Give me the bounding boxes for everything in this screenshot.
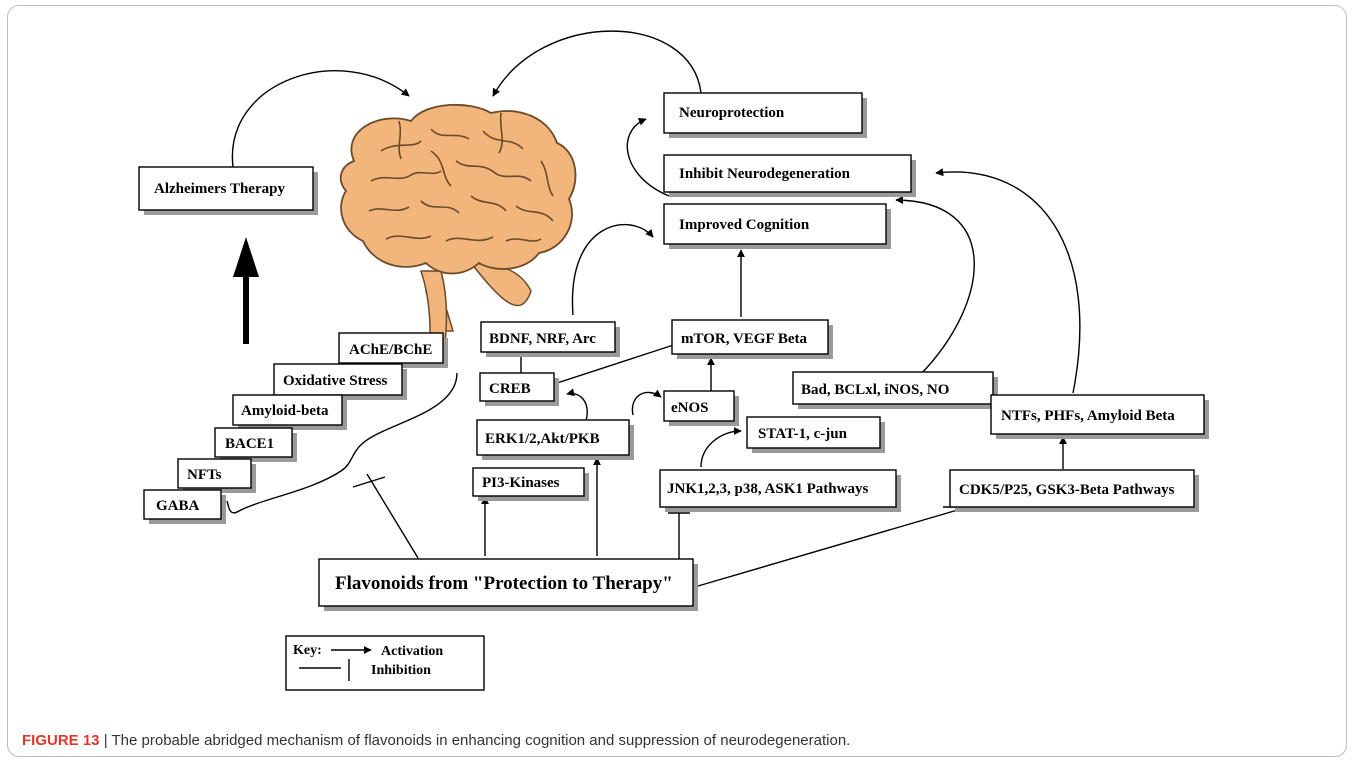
arrow-erk-to-enos [631,389,662,416]
arrow-erk-to-creb [566,388,588,422]
box-improved-cognition: Improved Cognition [663,203,891,249]
svg-text:CREB: CREB [489,381,531,397]
svg-text:Improved Cognition: Improved Cognition [679,217,810,233]
arrow-bad-to-inhibit [895,196,975,375]
box-neuroprotection: Neuroprotection [663,92,867,138]
brain-illustration [339,103,577,362]
svg-text:STAT-1, c-jun: STAT-1, c-jun [758,426,848,442]
mechanism-diagram: Neuroprotection Inhibit Neurodegeneratio… [138,30,1209,691]
key-inhibition-symbol [299,659,350,681]
box-ntfs: NTFs, PHFs, Amyloid Beta [990,394,1209,439]
arrow-jnk-to-stat [700,427,742,468]
svg-text:JNK1,2,3, p38, ASK1 Pathways: JNK1,2,3, p38, ASK1 Pathways [667,481,868,497]
box-mtor: mTOR, VEGF Beta [671,319,833,359]
box-pi3-kinases: PI3-Kinases [472,467,589,501]
key-legend: Key: Activation Inhibition [285,635,485,691]
bracket-alzheimer-targets [226,372,458,514]
box-bad-bclxl: Bad, BCLxl, iNOS, NO [792,371,998,409]
box-nfts: NFTs [177,458,256,493]
svg-text:NTFs, PHFs, Amyloid Beta: NTFs, PHFs, Amyloid Beta [1001,408,1175,424]
box-amyloid-beta: Amyloid-beta [232,394,347,430]
arrow-bdnf-to-cognition [571,223,654,316]
svg-text:Amyloid-beta: Amyloid-beta [241,403,329,419]
svg-text:Oxidative Stress: Oxidative Stress [283,373,387,389]
caption-separator: | [99,732,112,749]
arrow-alzheimers-to-brain [231,70,410,168]
svg-text:Alzheimers Therapy: Alzheimers Therapy [154,181,285,197]
box-cdk5: CDK5/P25, GSK3-Beta Pathways [949,469,1199,512]
arrow-neuroprotection-to-brain [492,30,702,97]
key-activation: Activation [381,644,443,659]
inhibit-flavonoids-targets [352,473,419,559]
svg-text:Bad, BCLxl, iNOS, NO: Bad, BCLxl, iNOS, NO [801,382,949,398]
caption-text: The probable abridged mechanism of flavo… [111,732,851,749]
svg-text:CDK5/P25, GSK3-Beta Pathways: CDK5/P25, GSK3-Beta Pathways [959,482,1175,498]
box-erk: ERK1/2,Akt/PKB [476,419,634,460]
box-bdnf: BDNF, NRF, Arc [480,321,620,357]
inhibit-flavonoids-cdk5 [697,506,977,587]
svg-text:Neuroprotection: Neuroprotection [679,105,785,121]
svg-text:BACE1: BACE1 [225,436,274,452]
figure-caption: FIGURE 13 | The probable abridged mechan… [22,732,1342,749]
box-stat: STAT-1, c-jun [746,416,885,453]
svg-text:eNOS: eNOS [671,400,709,416]
inhibit-flavonoids-jnk [668,512,690,559]
box-enos: eNOS [663,390,739,426]
box-bace1: BACE1 [214,427,297,462]
svg-text:AChE/BChE: AChE/BChE [349,342,432,358]
arrow-ntfs-to-inhibit [935,168,1081,394]
svg-text:BDNF, NRF, Arc: BDNF, NRF, Arc [489,331,596,347]
key-title: Key: [293,643,322,658]
svg-text:NFTs: NFTs [187,467,222,483]
arrow-cognition-to-neuroprotection [626,117,670,197]
box-ache-bche: AChE/BChE [338,332,448,368]
box-jnk: JNK1,2,3, p38, ASK1 Pathways [659,469,901,512]
box-inhibit-neurodegeneration: Inhibit Neurodegeneration [663,154,916,197]
svg-text:GABA: GABA [156,498,200,514]
svg-text:mTOR, VEGF Beta: mTOR, VEGF Beta [681,331,807,347]
svg-text:ERK1/2,Akt/PKB: ERK1/2,Akt/PKB [485,431,600,447]
box-gaba: GABA [143,489,226,524]
box-flavonoids: Flavonoids from "Protection to Therapy" [318,558,698,611]
svg-text:Inhibit Neurodegeneration: Inhibit Neurodegeneration [679,166,851,182]
svg-text:PI3-Kinases: PI3-Kinases [482,475,560,491]
svg-text:Flavonoids from "Protection to: Flavonoids from "Protection to Therapy" [335,573,673,594]
box-creb: CREB [479,372,559,406]
key-inhibition: Inhibition [371,663,431,678]
figure-frame: Neuroprotection Inhibit Neurodegeneratio… [7,5,1347,757]
caption-label: FIGURE 13 [22,732,100,749]
box-alzheimers-therapy: Alzheimers Therapy [138,166,318,215]
